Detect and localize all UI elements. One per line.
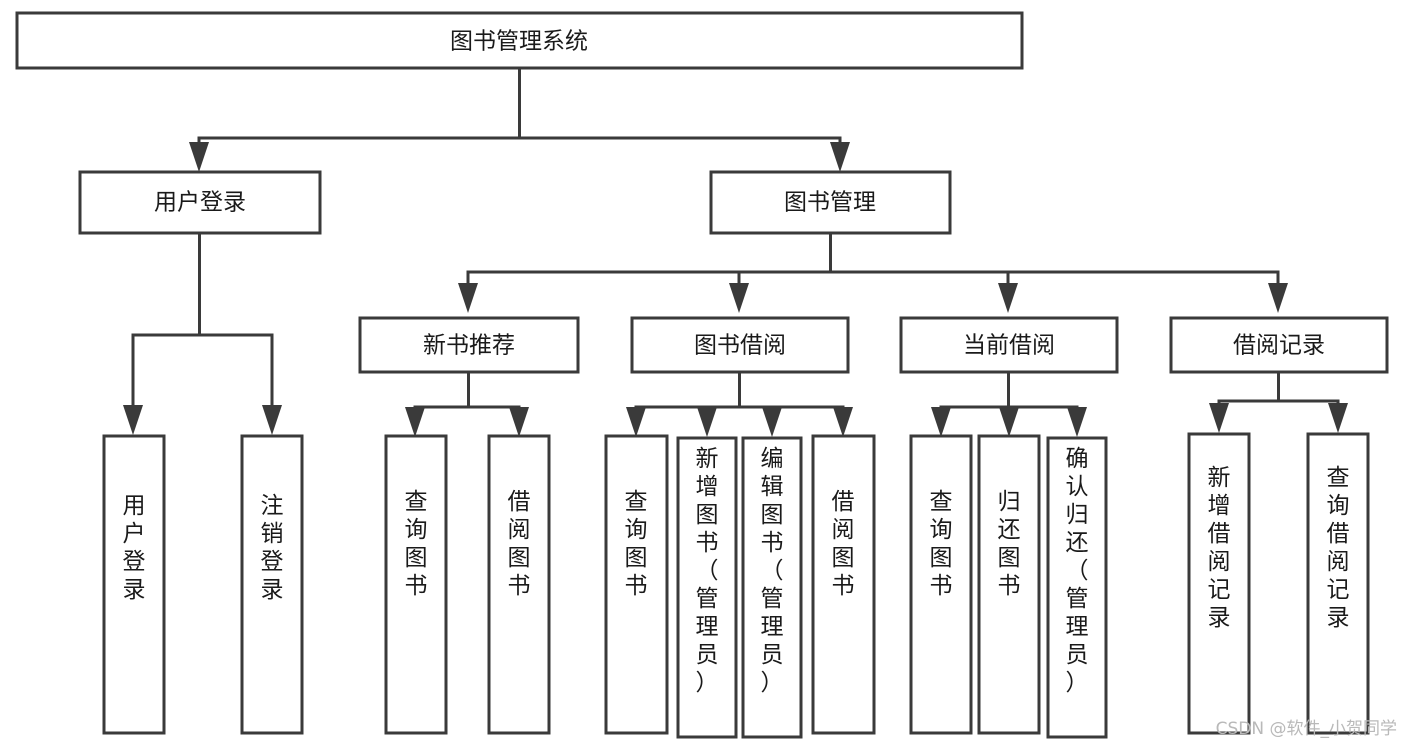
- node-borrow-record-label: 借阅记录: [1233, 333, 1325, 359]
- node-leaf-borrow-book-2-label: 借阅图书: [832, 489, 855, 599]
- arrowhead-leaf-logout-login: [262, 405, 282, 435]
- arrowhead-leaf-user-login: [123, 405, 143, 435]
- node-leaf-logout-login-label: 注销登录: [261, 493, 284, 603]
- node-leaf-logout-login[interactable]: 注销登录: [240, 434, 304, 735]
- node-leaf-add-record-label: 新增借阅记录: [1208, 465, 1231, 631]
- arrowhead-leaf-confirm-return: [1067, 407, 1087, 437]
- arrowhead-leaf-add-book: [697, 407, 717, 437]
- node-leaf-user-login[interactable]: 用户登录: [102, 434, 166, 735]
- node-borrow-record[interactable]: 借阅记录: [1169, 316, 1389, 374]
- node-leaf-borrow-book-2-box[interactable]: [811, 434, 876, 735]
- arrowhead-leaf-add-record: [1209, 403, 1229, 433]
- node-leaf-query-record-label: 查询借阅记录: [1327, 465, 1350, 631]
- node-leaf-query-book-1-label: 查询图书: [405, 489, 428, 599]
- node-leaf-borrow-book-1[interactable]: 借阅图书: [487, 434, 551, 735]
- node-leaf-query-book-2-label: 查询图书: [625, 489, 648, 599]
- node-leaf-edit-book[interactable]: 编辑图书（管理员）: [741, 436, 803, 739]
- connector-layer: [123, 66, 1348, 437]
- watermark: CSDN @软件_小贺同学: [1216, 719, 1397, 739]
- arrowhead-user-login: [189, 142, 209, 172]
- node-user-login-box[interactable]: [78, 170, 322, 235]
- node-leaf-add-book[interactable]: 新增图书（管理员）: [676, 436, 738, 739]
- node-borrow-record-box[interactable]: [1169, 316, 1389, 374]
- arrowhead-leaf-borrow-book-2: [833, 407, 853, 437]
- node-user-login[interactable]: 用户登录: [78, 170, 322, 235]
- node-leaf-add-book-label: 新增图书（管理员）: [696, 446, 719, 696]
- node-leaf-borrow-book-2[interactable]: 借阅图书: [811, 434, 876, 735]
- arrowhead-leaf-query-book-1: [405, 407, 425, 437]
- node-leaf-query-book-2[interactable]: 查询图书: [604, 434, 669, 735]
- node-current-borrow[interactable]: 当前借阅: [899, 316, 1119, 374]
- node-leaf-return-book-label: 归还图书: [998, 489, 1021, 599]
- node-leaf-confirm-return-box[interactable]: [1046, 436, 1108, 739]
- node-leaf-query-book-3[interactable]: 查询图书: [909, 434, 973, 735]
- node-leaf-query-record-box[interactable]: [1306, 432, 1370, 735]
- node-leaf-query-book-1[interactable]: 查询图书: [384, 434, 448, 735]
- node-leaf-return-book-box[interactable]: [977, 434, 1041, 735]
- node-leaf-query-book-1-box[interactable]: [384, 434, 448, 735]
- node-leaf-logout-login-box[interactable]: [240, 434, 304, 735]
- node-leaf-query-book-3-box[interactable]: [909, 434, 973, 735]
- node-leaf-user-login-box[interactable]: [102, 434, 166, 735]
- arrowhead-leaf-borrow-book-1: [509, 407, 529, 437]
- node-book-manage[interactable]: 图书管理: [709, 170, 952, 235]
- arrowhead-leaf-query-book-3: [931, 407, 951, 437]
- arrowhead-current-borrow: [998, 283, 1018, 313]
- arrowhead-leaf-return-book: [999, 407, 1019, 437]
- node-leaf-confirm-return[interactable]: 确认归还（管理员）: [1046, 436, 1108, 739]
- node-leaf-add-record-box[interactable]: [1187, 432, 1251, 735]
- arrowhead-leaf-query-book-2: [626, 407, 646, 437]
- node-new-book-recommend-box[interactable]: [358, 316, 580, 374]
- arrowhead-borrow-record: [1268, 283, 1288, 313]
- node-new-book-recommend-label: 新书推荐: [423, 333, 515, 359]
- node-user-login-label: 用户登录: [154, 190, 246, 216]
- arrowhead-book-manage: [830, 142, 850, 172]
- node-book-borrow[interactable]: 图书借阅: [630, 316, 850, 374]
- node-leaf-user-login-label: 用户登录: [123, 493, 146, 603]
- node-leaf-return-book[interactable]: 归还图书: [977, 434, 1041, 735]
- node-leaf-query-record[interactable]: 查询借阅记录: [1306, 432, 1370, 735]
- node-book-borrow-box[interactable]: [630, 316, 850, 374]
- node-leaf-query-book-2-box[interactable]: [604, 434, 669, 735]
- arrowhead-new-book-recommend: [458, 283, 478, 313]
- node-current-borrow-box[interactable]: [899, 316, 1119, 374]
- node-current-borrow-label: 当前借阅: [963, 333, 1055, 359]
- node-root-label: 图书管理系统: [450, 29, 588, 55]
- node-leaf-confirm-return-label: 确认归还（管理员）: [1066, 446, 1089, 696]
- node-leaf-edit-book-box[interactable]: [741, 436, 803, 739]
- node-root[interactable]: 图书管理系统: [15, 11, 1024, 70]
- node-new-book-recommend[interactable]: 新书推荐: [358, 316, 580, 374]
- arrowhead-book-borrow: [729, 283, 749, 313]
- node-book-borrow-label: 图书借阅: [694, 333, 786, 359]
- node-leaf-borrow-book-1-box[interactable]: [487, 434, 551, 735]
- node-leaf-add-book-box[interactable]: [676, 436, 738, 739]
- node-root-box[interactable]: [15, 11, 1024, 70]
- node-book-manage-label: 图书管理: [784, 190, 876, 216]
- arrowhead-leaf-query-record: [1328, 403, 1348, 433]
- node-leaf-query-book-3-label: 查询图书: [930, 489, 953, 599]
- node-leaf-borrow-book-1-label: 借阅图书: [508, 489, 531, 599]
- node-leaf-add-record[interactable]: 新增借阅记录: [1187, 432, 1251, 735]
- node-book-manage-box[interactable]: [709, 170, 952, 235]
- node-leaf-edit-book-label: 编辑图书（管理员）: [761, 446, 784, 696]
- arrowhead-leaf-edit-book: [762, 407, 782, 437]
